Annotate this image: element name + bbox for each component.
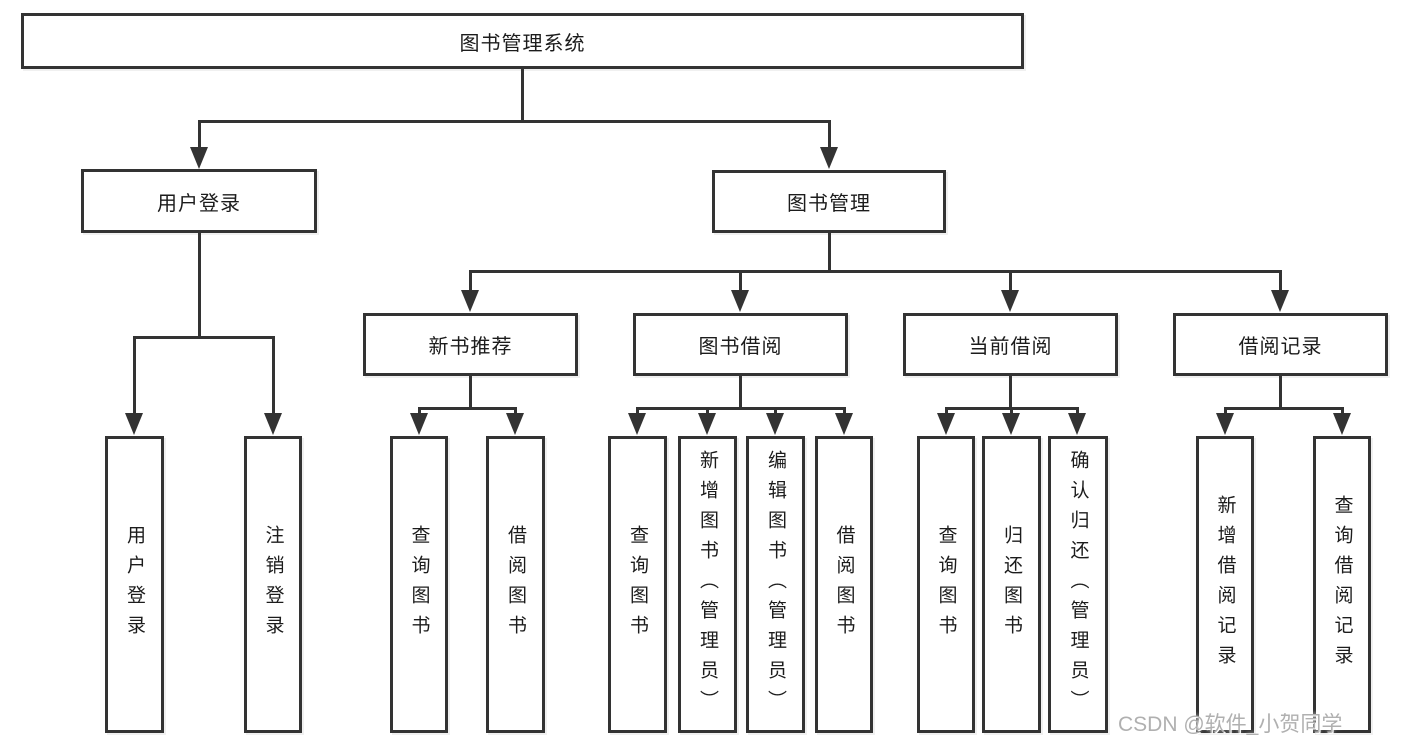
arrow-to-nbr-query	[410, 413, 428, 435]
arrow-to-book-borrowing	[731, 290, 749, 312]
leaf-cb-return-books: 归还图书	[982, 436, 1041, 733]
node-borrowing-records: 借阅记录	[1173, 313, 1388, 376]
connector-br-stem-1	[1224, 407, 1227, 415]
arrow-to-leaf-logout	[264, 413, 282, 435]
leaf-br-query-record: 查询借阅记录	[1313, 436, 1371, 733]
leaf-bb-borrow-books: 借阅图书	[815, 436, 873, 733]
connector-cb-stem-3	[1076, 407, 1079, 415]
node-book-borrowing-label: 图书借阅	[698, 336, 783, 358]
arrow-to-bb-add	[698, 413, 716, 435]
node-root-label: 图书管理系统	[459, 32, 586, 55]
node-borrowing-records-label: 借阅记录	[1238, 336, 1323, 358]
arrow-to-br-add	[1216, 413, 1234, 435]
arrow-to-bb-borrow	[835, 413, 853, 435]
connector-bb-stem-4	[843, 407, 846, 415]
connector-user-login-stem-2	[272, 336, 275, 415]
csdn-watermark: CSDN @软件_小贺同学	[1118, 713, 1343, 736]
leaf-nbr-borrow-books-label: 借阅图书	[505, 524, 526, 645]
node-new-book-recommendation: 新书推荐	[363, 313, 578, 376]
leaf-cb-query-books: 查询图书	[917, 436, 975, 733]
node-user-login: 用户登录	[81, 169, 317, 233]
arrow-to-bb-edit	[766, 413, 784, 435]
leaf-logout: 注销登录	[244, 436, 302, 733]
leaf-cb-confirm-return: 确认归还（管理员）	[1048, 436, 1108, 733]
connector-br-stem-2	[1341, 407, 1344, 415]
node-current-borrowing-label: 当前借阅	[968, 336, 1053, 358]
connector-root-stem-right	[828, 120, 831, 150]
node-book-management-label: 图书管理	[787, 193, 871, 215]
arrow-to-br-query	[1333, 413, 1351, 435]
leaf-user-login: 用户登录	[105, 436, 164, 733]
connector-user-login-stem-1	[133, 336, 136, 415]
leaf-br-query-record-label: 查询借阅记录	[1331, 494, 1353, 675]
connector-nbr-stem-2	[514, 407, 517, 415]
connector-book-mgmt-stem-4	[1279, 270, 1282, 292]
leaf-br-add-record-label: 新增借阅记录	[1214, 494, 1236, 675]
connector-root-drop	[521, 69, 524, 120]
connector-cb-drop	[1009, 376, 1012, 407]
connector-root-stem-left	[198, 120, 201, 150]
node-root: 图书管理系统	[21, 13, 1024, 69]
leaf-bb-query-books-label: 查询图书	[627, 524, 648, 645]
leaf-bb-add-books-label: 新增图书（管理员）	[697, 449, 718, 720]
connector-bb-stem-3	[774, 407, 777, 415]
arrow-to-user-login	[190, 147, 208, 169]
arrow-to-nbr-borrow	[506, 413, 524, 435]
connector-nbr-drop	[469, 376, 472, 407]
connector-user-login-drop	[198, 233, 201, 336]
leaf-nbr-query-books-label: 查询图书	[408, 524, 430, 645]
connector-book-mgmt-stem-1	[469, 270, 472, 292]
leaf-cb-return-books-label: 归还图书	[1001, 524, 1022, 645]
leaf-cb-query-books-label: 查询图书	[935, 524, 957, 645]
arrow-to-cb-return	[1002, 413, 1020, 435]
leaf-logout-label: 注销登录	[262, 524, 284, 645]
leaf-br-add-record: 新增借阅记录	[1196, 436, 1254, 733]
arrow-to-bb-query	[628, 413, 646, 435]
leaf-bb-add-books: 新增图书（管理员）	[678, 436, 737, 733]
arrow-to-new-book-recommendation	[461, 290, 479, 312]
arrow-to-borrowing-records	[1271, 290, 1289, 312]
connector-nbr-stem-1	[418, 407, 421, 415]
leaf-cb-confirm-return-label: 确认归还（管理员）	[1067, 449, 1089, 720]
node-new-book-recommendation-label: 新书推荐	[428, 336, 513, 358]
leaf-user-login-label: 用户登录	[124, 524, 145, 645]
arrow-to-cb-confirm	[1068, 413, 1086, 435]
connector-bb-stem-1	[636, 407, 639, 415]
connector-cb-stem-1	[945, 407, 948, 415]
node-current-borrowing: 当前借阅	[903, 313, 1118, 376]
connector-book-mgmt-bus	[469, 270, 1282, 273]
leaf-nbr-borrow-books: 借阅图书	[486, 436, 545, 733]
connector-bb-drop	[739, 376, 742, 407]
arrow-to-leaf-user-login	[125, 413, 143, 435]
connector-book-mgmt-stem-2	[739, 270, 742, 292]
connector-br-drop	[1279, 376, 1282, 407]
arrow-to-current-borrowing	[1001, 290, 1019, 312]
node-book-borrowing: 图书借阅	[633, 313, 848, 376]
leaf-bb-edit-books: 编辑图书（管理员）	[746, 436, 805, 733]
connector-bb-stem-2	[706, 407, 709, 415]
node-book-management: 图书管理	[712, 170, 946, 233]
connector-root-bus	[198, 120, 831, 123]
connector-book-mgmt-drop	[828, 233, 831, 270]
leaf-bb-query-books: 查询图书	[608, 436, 667, 733]
connector-user-login-bus	[133, 336, 274, 339]
arrow-to-book-management	[820, 147, 838, 169]
connector-bb-bus	[636, 407, 846, 410]
arrow-to-cb-query	[937, 413, 955, 435]
leaf-bb-edit-books-label: 编辑图书（管理员）	[765, 449, 786, 720]
connector-br-bus	[1224, 407, 1343, 410]
connector-nbr-bus	[418, 407, 517, 410]
node-user-login-label: 用户登录	[157, 192, 241, 215]
leaf-bb-borrow-books-label: 借阅图书	[833, 524, 855, 645]
connector-cb-stem-2	[1010, 407, 1013, 415]
leaf-nbr-query-books: 查询图书	[390, 436, 448, 733]
connector-book-mgmt-stem-3	[1009, 270, 1012, 292]
